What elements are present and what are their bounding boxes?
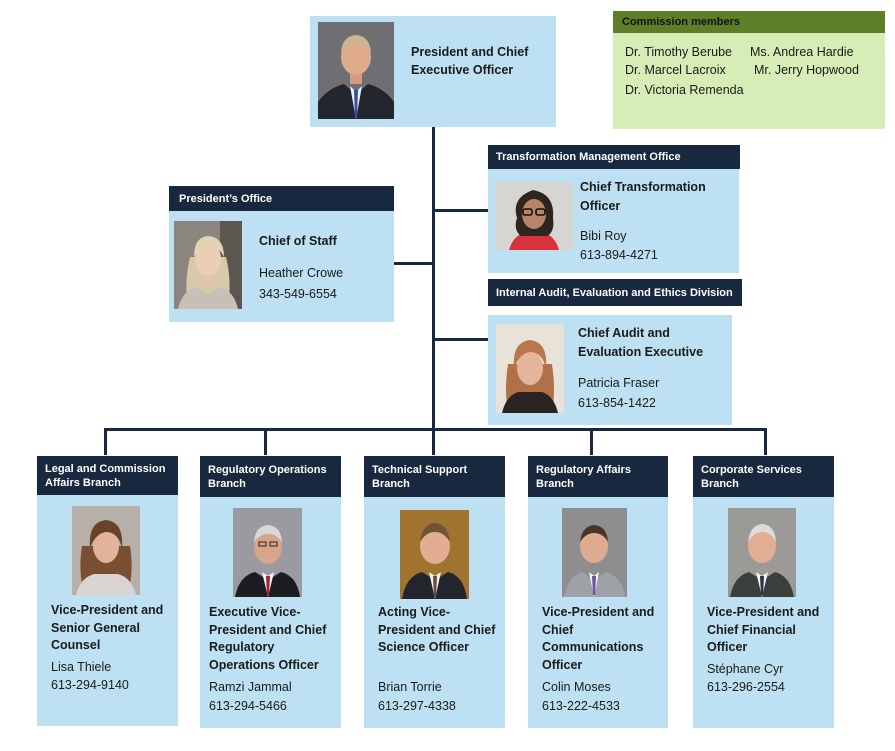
branch-card-regulatory-affairs: Vice-President and Chief Communications … [528, 497, 668, 728]
audit-division-header: Internal Audit, Evaluation and Ethics Di… [488, 279, 742, 306]
chief-transformation-phone: 613-894-4271 [580, 248, 658, 262]
chief-transformation-title: Chief Transformation Officer [580, 180, 706, 213]
branch-phone-regulatory-affairs: 613-222-4533 [542, 699, 620, 713]
ceo-photo [318, 22, 394, 119]
transformation-office-header: Transformation Management Office [488, 145, 740, 169]
branch-name-regulatory-affairs: Colin Moses [542, 680, 611, 694]
branch-name-regulatory-operations: Ramzi Jammal [209, 680, 292, 694]
branch-title-corporate-services: Vice-President and Chief Financial Offic… [707, 605, 820, 654]
chief-audit-name: Patricia Fraser [578, 376, 660, 390]
branch-phone-technical-support: 613-297-4338 [378, 699, 456, 713]
branch-name-corporate-services: Stéphane Cyr [707, 662, 784, 676]
commission-member: Ms. Andrea Hardie [750, 45, 854, 59]
chief-of-staff-title: Chief of Staff [259, 234, 337, 248]
branch-card-technical-support: Acting Vice-President and Chief Science … [364, 497, 505, 728]
presidents-office-card: Chief of Staff Heather Crowe 343-549-655… [169, 211, 394, 322]
commission-members-panel: Dr. Timothy Berube Ms. Andrea Hardie Dr.… [613, 33, 885, 129]
presidents-office-header: President’s Office [169, 186, 394, 211]
branch-header-regulatory-affairs: Regulatory Affairs Branch [528, 456, 668, 497]
branch-photo-technical-support [400, 510, 469, 599]
chief-audit-photo [496, 324, 564, 413]
branch-title-regulatory-operations: Executive Vice-President and Chief Regul… [209, 605, 327, 672]
branch-photo-corporate-services [728, 508, 796, 597]
branch-name-technical-support: Brian Torrie [378, 680, 442, 694]
branch-header-legal: Legal and Commission Affairs Branch [37, 456, 178, 495]
chief-audit-title: Chief Audit and Evaluation Executive [578, 326, 704, 359]
connector-transformation [434, 209, 489, 212]
chief-of-staff-photo [174, 221, 242, 309]
connector-branches-bar [105, 428, 767, 431]
chief-of-staff-phone: 343-549-6554 [259, 287, 337, 301]
chief-transformation-photo [495, 182, 573, 250]
branch-name-legal: Lisa Thiele [51, 660, 112, 674]
commission-member: Dr. Marcel Lacroix [625, 63, 726, 77]
chief-of-staff-name: Heather Crowe [259, 266, 344, 280]
connector-branch-2 [264, 428, 267, 455]
branch-photo-regulatory-affairs [562, 508, 627, 597]
ceo-card: President and Chief Executive Officer [310, 16, 556, 127]
ceo-title: President and Chief Executive Officer [411, 45, 529, 77]
connector-audit [434, 338, 488, 341]
branch-phone-corporate-services: 613-296-2554 [707, 680, 785, 694]
branch-header-regulatory-operations: Regulatory Operations Branch [200, 456, 341, 497]
branch-header-technical-support: Technical Support Branch [364, 456, 505, 497]
chief-audit-phone: 613-854-1422 [578, 396, 656, 410]
commission-members-header: Commission members [613, 11, 885, 33]
branch-header-corporate-services: Corporate Services Branch [693, 456, 834, 497]
branch-title-technical-support: Acting Vice-President and Chief Science … [378, 605, 496, 654]
branch-phone-legal: 613-294-9140 [51, 678, 129, 692]
commission-member: Dr. Victoria Remenda [625, 83, 744, 97]
connector-branch-5 [764, 428, 767, 455]
branch-photo-regulatory-operations [233, 508, 302, 597]
connector-branch-4 [590, 428, 593, 455]
branch-title-legal: Vice-President and Senior General Counse… [51, 603, 164, 652]
chief-transformation-name: Bibi Roy [580, 229, 627, 243]
branch-photo-legal [72, 506, 140, 595]
transformation-office-card: Chief Transformation Officer Bibi Roy 61… [488, 169, 739, 273]
connector-branch-1 [104, 428, 107, 455]
branch-card-corporate-services: Vice-President and Chief Financial Offic… [693, 497, 834, 728]
branch-card-legal: Vice-President and Senior General Counse… [37, 495, 178, 726]
branch-title-regulatory-affairs: Vice-President and Chief Communications … [542, 605, 655, 672]
connector-presidents-office [393, 262, 433, 265]
branch-phone-regulatory-operations: 613-294-5466 [209, 699, 287, 713]
branch-card-regulatory-operations: Executive Vice-President and Chief Regul… [200, 497, 341, 728]
commission-member: Mr. Jerry Hopwood [754, 63, 859, 77]
commission-member: Dr. Timothy Berube [625, 45, 732, 59]
audit-division-card: Chief Audit and Evaluation Executive Pat… [488, 315, 732, 425]
connector-branch-3 [432, 428, 435, 455]
connector-trunk [432, 127, 435, 431]
